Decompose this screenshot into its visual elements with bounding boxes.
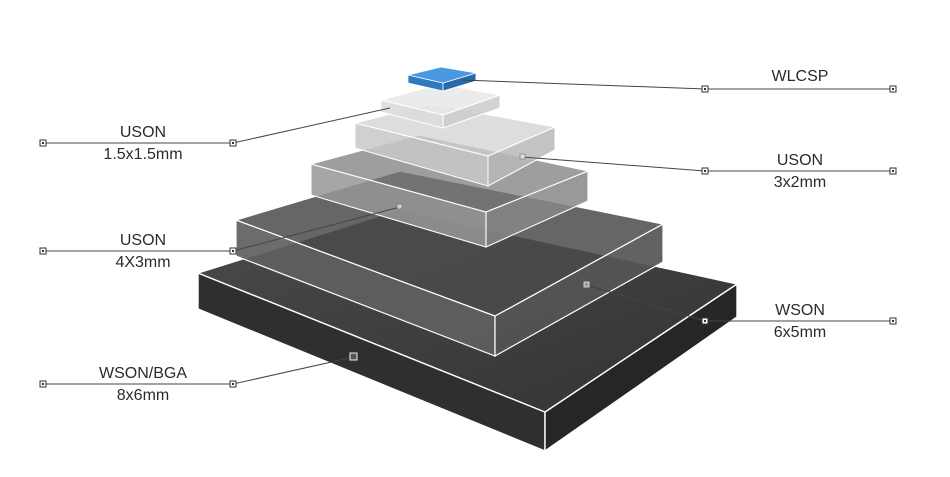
label-wson-65-name: WSON — [775, 302, 825, 319]
label-uson-15-name: USON — [119, 124, 167, 141]
label-wson-bga: WSON/BGA 8x6mm — [73, 363, 213, 407]
block-wlcsp — [407, 66, 477, 92]
label-uson-43-name: USON — [119, 232, 167, 249]
label-uson-32-size: 3x2mm — [773, 174, 827, 191]
marker-square-icon — [39, 203, 403, 255]
label-uson-15: USON 1.5x1.5mm — [83, 122, 203, 166]
block-uson-15 — [380, 83, 502, 129]
label-uson-32-name: USON — [776, 152, 824, 169]
marker-square-icon — [39, 352, 358, 388]
marker-square-icon — [39, 139, 237, 147]
label-uson-43: USON 4X3mm — [83, 230, 203, 274]
label-wson-65: WSON 6x5mm — [740, 300, 860, 344]
label-uson-43-size: 4X3mm — [115, 254, 171, 271]
marker-square-icon — [583, 281, 897, 325]
label-uson-32: USON 3x2mm — [740, 150, 860, 194]
marker-square-icon — [519, 153, 897, 175]
label-wson-bga-name: WSON/BGA — [98, 365, 187, 382]
label-uson-15-size: 1.5x1.5mm — [103, 146, 183, 163]
leader-markers — [39, 85, 897, 388]
label-wlcsp: WLCSP — [740, 66, 860, 88]
label-wson-65-size: 6x5mm — [773, 324, 827, 341]
label-wson-bga-size: 8x6mm — [116, 387, 170, 404]
marker-square-icon — [701, 85, 897, 93]
label-wlcsp-name: WLCSP — [771, 68, 829, 85]
